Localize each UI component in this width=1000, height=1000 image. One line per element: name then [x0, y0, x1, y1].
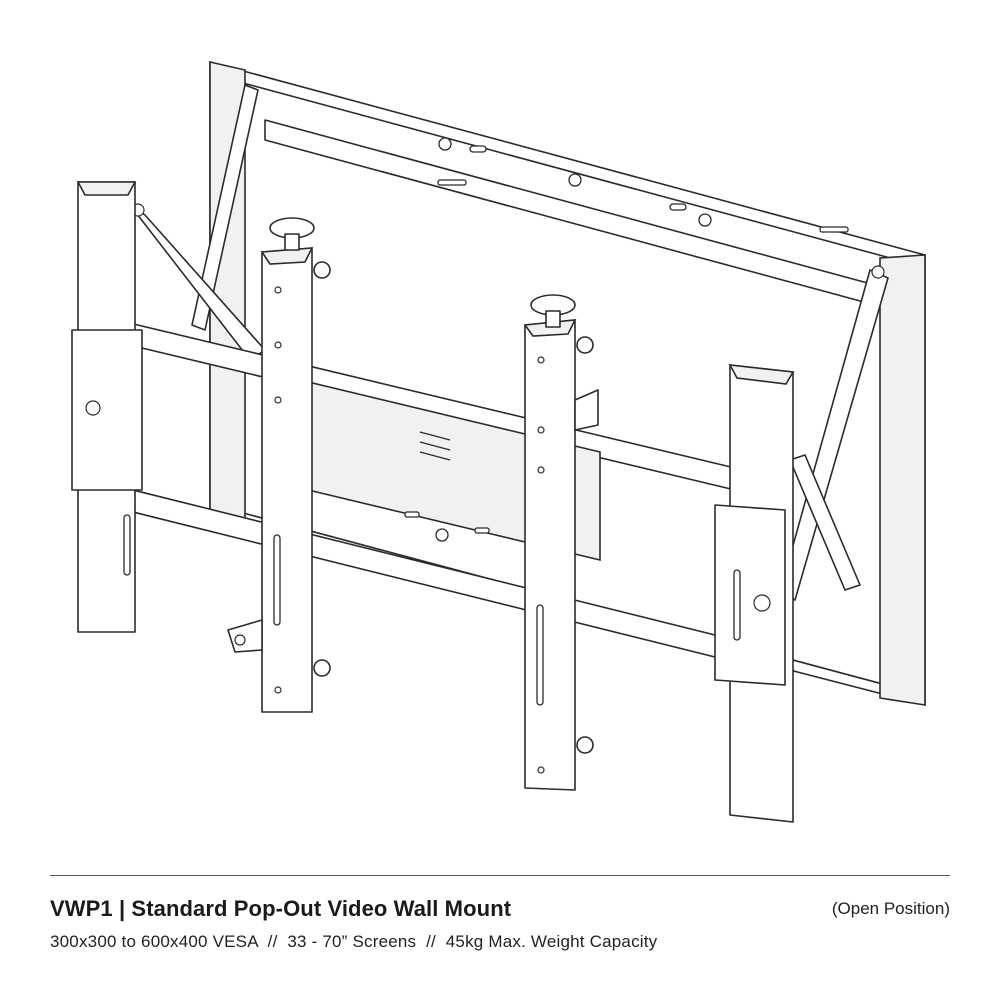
product-specs: 300x300 to 600x400 VESA // 33 - 70” Scre… [50, 932, 658, 951]
left-column [71, 181, 143, 633]
left-screen-bracket [227, 217, 331, 713]
product-title: VWP1 | Standard Pop-Out Video Wall Mount [50, 896, 512, 921]
scissor-arms [129, 84, 889, 601]
right-column [714, 364, 795, 823]
mount-illustration [71, 60, 926, 823]
divider-line [50, 875, 950, 876]
position-note: (Open Position) [831, 899, 950, 918]
right-screen-bracket [523, 294, 599, 791]
